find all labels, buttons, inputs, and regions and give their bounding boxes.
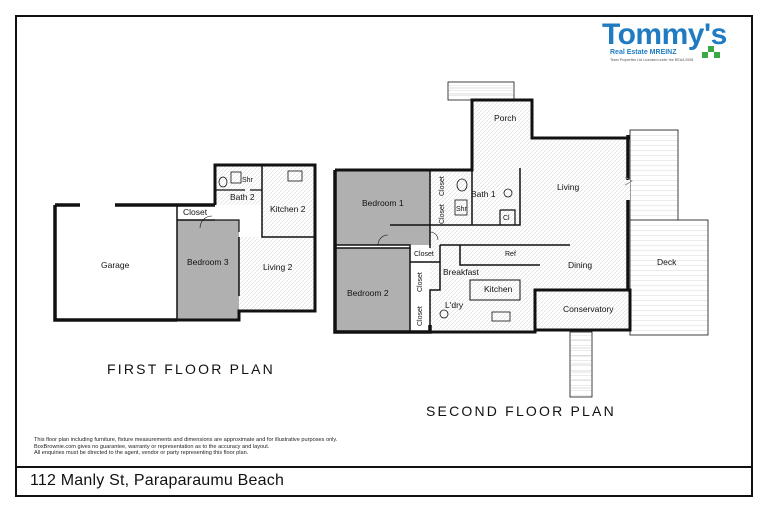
room-label-shr: Shr (456, 206, 468, 213)
logo-subtitle: Real Estate MREINZ (610, 49, 677, 56)
living2-area (239, 237, 315, 311)
first-floor-walls (53, 163, 317, 322)
room-label-closet-b2a: Closet (417, 272, 424, 292)
porch-area (472, 100, 532, 138)
room-label-kitchen: Kitchen (484, 284, 513, 294)
room-label-deck: Deck (657, 257, 677, 267)
closet-ff-area (177, 205, 215, 220)
deck-upper (629, 129, 679, 231)
second-floor-plan: Porch Living Bedroom 1 Bedroom 2 Bath 1 … (333, 81, 709, 398)
agency-logo: Tommy's Real Estate MREINZ Team Properti… (600, 18, 750, 64)
first-floor-title: FIRST FLOOR PLAN (107, 361, 275, 377)
room-label-bedroom3: Bedroom 3 (187, 257, 229, 267)
room-label-cl: Cl (503, 215, 510, 222)
bedroom2-area (335, 248, 410, 332)
room-label-bath2: Bath 2 (230, 192, 255, 202)
room-label-living: Living (557, 182, 579, 192)
room-label-shr: Shr (242, 177, 254, 184)
bedroom3-area (177, 220, 239, 320)
disclaimer-line: BoxBrownie.com gives no guarantee, warra… (34, 443, 270, 450)
footer-divider (15, 466, 753, 468)
room-label-closet-b1a: Closet (439, 176, 446, 196)
garage-area (55, 205, 177, 320)
conservatory-area (535, 290, 630, 330)
bath1-area (430, 168, 520, 225)
top-stairs (447, 81, 515, 101)
room-label-breakfast: Breakfast (443, 267, 480, 277)
second-floor-title: SECOND FLOOR PLAN (426, 403, 616, 419)
logo-tagline: Team Properties Ltd Licensed under the R… (610, 58, 694, 62)
room-label-porch: Porch (494, 113, 516, 123)
first-floor-plan: Garage Bedroom 3 Closet Bath 2 Shr Kitch… (53, 163, 317, 322)
hall-area (390, 225, 630, 245)
page-frame (15, 15, 753, 497)
room-label-closet-b2b: Closet (417, 306, 424, 326)
deck-lower (629, 219, 709, 336)
room-label-bedroom2: Bedroom 2 (347, 288, 389, 298)
bedroom1-area (335, 170, 430, 245)
disclaimer-line: All enquiries must be directed to the ag… (34, 450, 249, 457)
room-label-living2: Living 2 (263, 262, 293, 272)
disclaimer: This floor plan including furniture, fix… (34, 437, 337, 457)
property-address: 112 Manly St, Paraparaumu Beach (30, 472, 285, 489)
room-label-closet-hall: Closet (414, 251, 434, 258)
room-label-conservatory: Conservatory (563, 304, 614, 314)
room-label-bedroom1: Bedroom 1 (362, 198, 404, 208)
room-label-closet-b1b: Closet (439, 204, 446, 224)
room-label-garage: Garage (101, 260, 130, 270)
second-floor-walls (333, 98, 632, 334)
room-label-kitchen2: Kitchen 2 (270, 204, 306, 214)
logo-mark-icon (702, 46, 720, 58)
room-label-dining: Dining (568, 260, 592, 270)
room-label-ref: Ref (505, 251, 516, 258)
room-label-ldry: L'dry (445, 300, 464, 310)
kitchen2-area (262, 165, 315, 237)
room-label-closet: Closet (183, 207, 208, 217)
disclaimer-line: This floor plan including furniture, fix… (34, 437, 338, 443)
room-label-bath1: Bath 1 (471, 189, 496, 199)
bottom-stairs (569, 331, 593, 398)
logo-wordmark: Tommy's (602, 18, 727, 51)
